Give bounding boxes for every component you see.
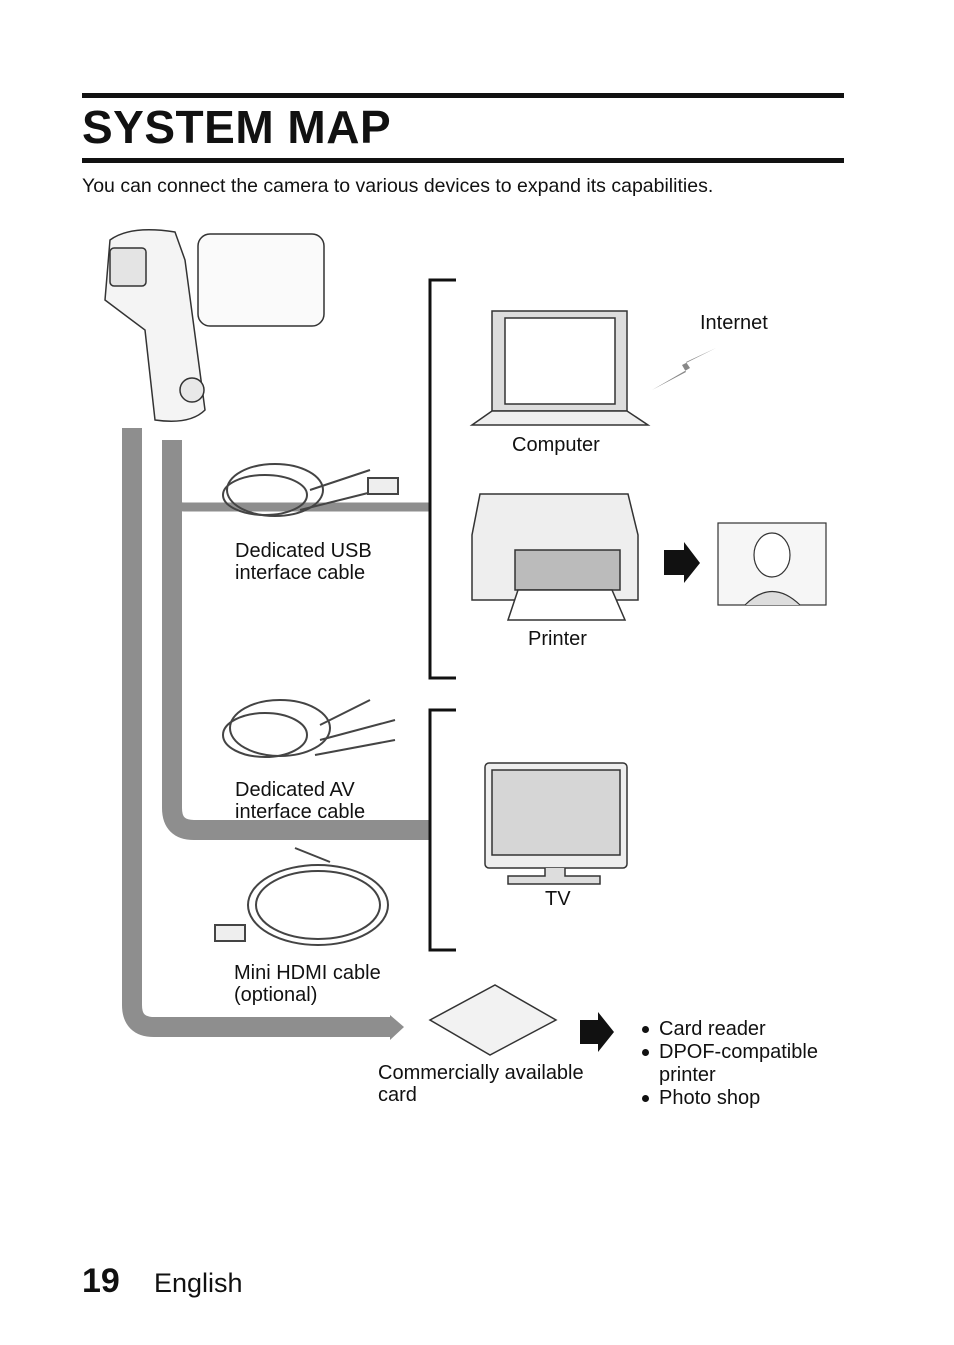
list-item: DPOF-compatible printer [639, 1041, 849, 1087]
card-label-line1: Commercially available [378, 1062, 584, 1084]
intro-text: You can connect the camera to various de… [82, 175, 714, 197]
printed-photo-illustration [717, 522, 827, 606]
language-label: English [154, 1268, 243, 1298]
av-cable-illustration [222, 699, 396, 758]
page-number: 19 [82, 1262, 120, 1300]
usb-cable-label-line1: Dedicated USB [235, 540, 372, 562]
printer-illustration [471, 493, 639, 621]
print-arrow-icon [664, 542, 700, 583]
page-title: SYSTEM MAP [82, 101, 392, 153]
av-cable-label: Dedicated AV interface cable [235, 779, 365, 823]
camera-illustration [104, 229, 325, 422]
pc-printer-bracket [428, 278, 456, 680]
internet-label: Internet [700, 312, 768, 334]
hdmi-cable-label-line2: (optional) [234, 984, 318, 1006]
hdmi-cable-illustration [214, 847, 389, 946]
card-uses-list: Card reader DPOF-compatible printer Phot… [639, 1018, 849, 1110]
connector-lines [122, 428, 430, 1037]
printer-label: Printer [528, 628, 587, 650]
card-label: Commercially available card [378, 1062, 584, 1106]
av-cable-label-line2: interface cable [235, 801, 366, 823]
hdmi-cable-label-line1: Mini HDMI cable [234, 962, 381, 984]
av-connector [162, 440, 430, 840]
tv-label: TV [545, 888, 571, 910]
usb-cable-label: Dedicated USB interface cable [235, 540, 372, 584]
usb-cable-label-line2: interface cable [235, 562, 366, 584]
list-item: Photo shop [639, 1087, 849, 1110]
card-label-line2: card [378, 1084, 417, 1106]
internet-lightning-icon [652, 348, 716, 390]
tv-illustration [484, 762, 628, 885]
title-bottom-rule [82, 158, 844, 163]
usb-cable-illustration [222, 463, 399, 517]
card-uses-arrow-icon [580, 1012, 614, 1052]
title-top-rule [82, 93, 844, 98]
computer-illustration [469, 310, 651, 426]
list-item: Card reader [639, 1018, 849, 1041]
card-connector [122, 428, 392, 1037]
tv-bracket [428, 708, 456, 952]
card-arrowhead [390, 1015, 404, 1040]
computer-label: Computer [512, 434, 600, 456]
av-cable-label-line1: Dedicated AV [235, 779, 355, 801]
hdmi-cable-label: Mini HDMI cable (optional) [234, 962, 381, 1006]
memory-card-illustration [428, 984, 558, 1056]
usb-connector [167, 480, 430, 512]
